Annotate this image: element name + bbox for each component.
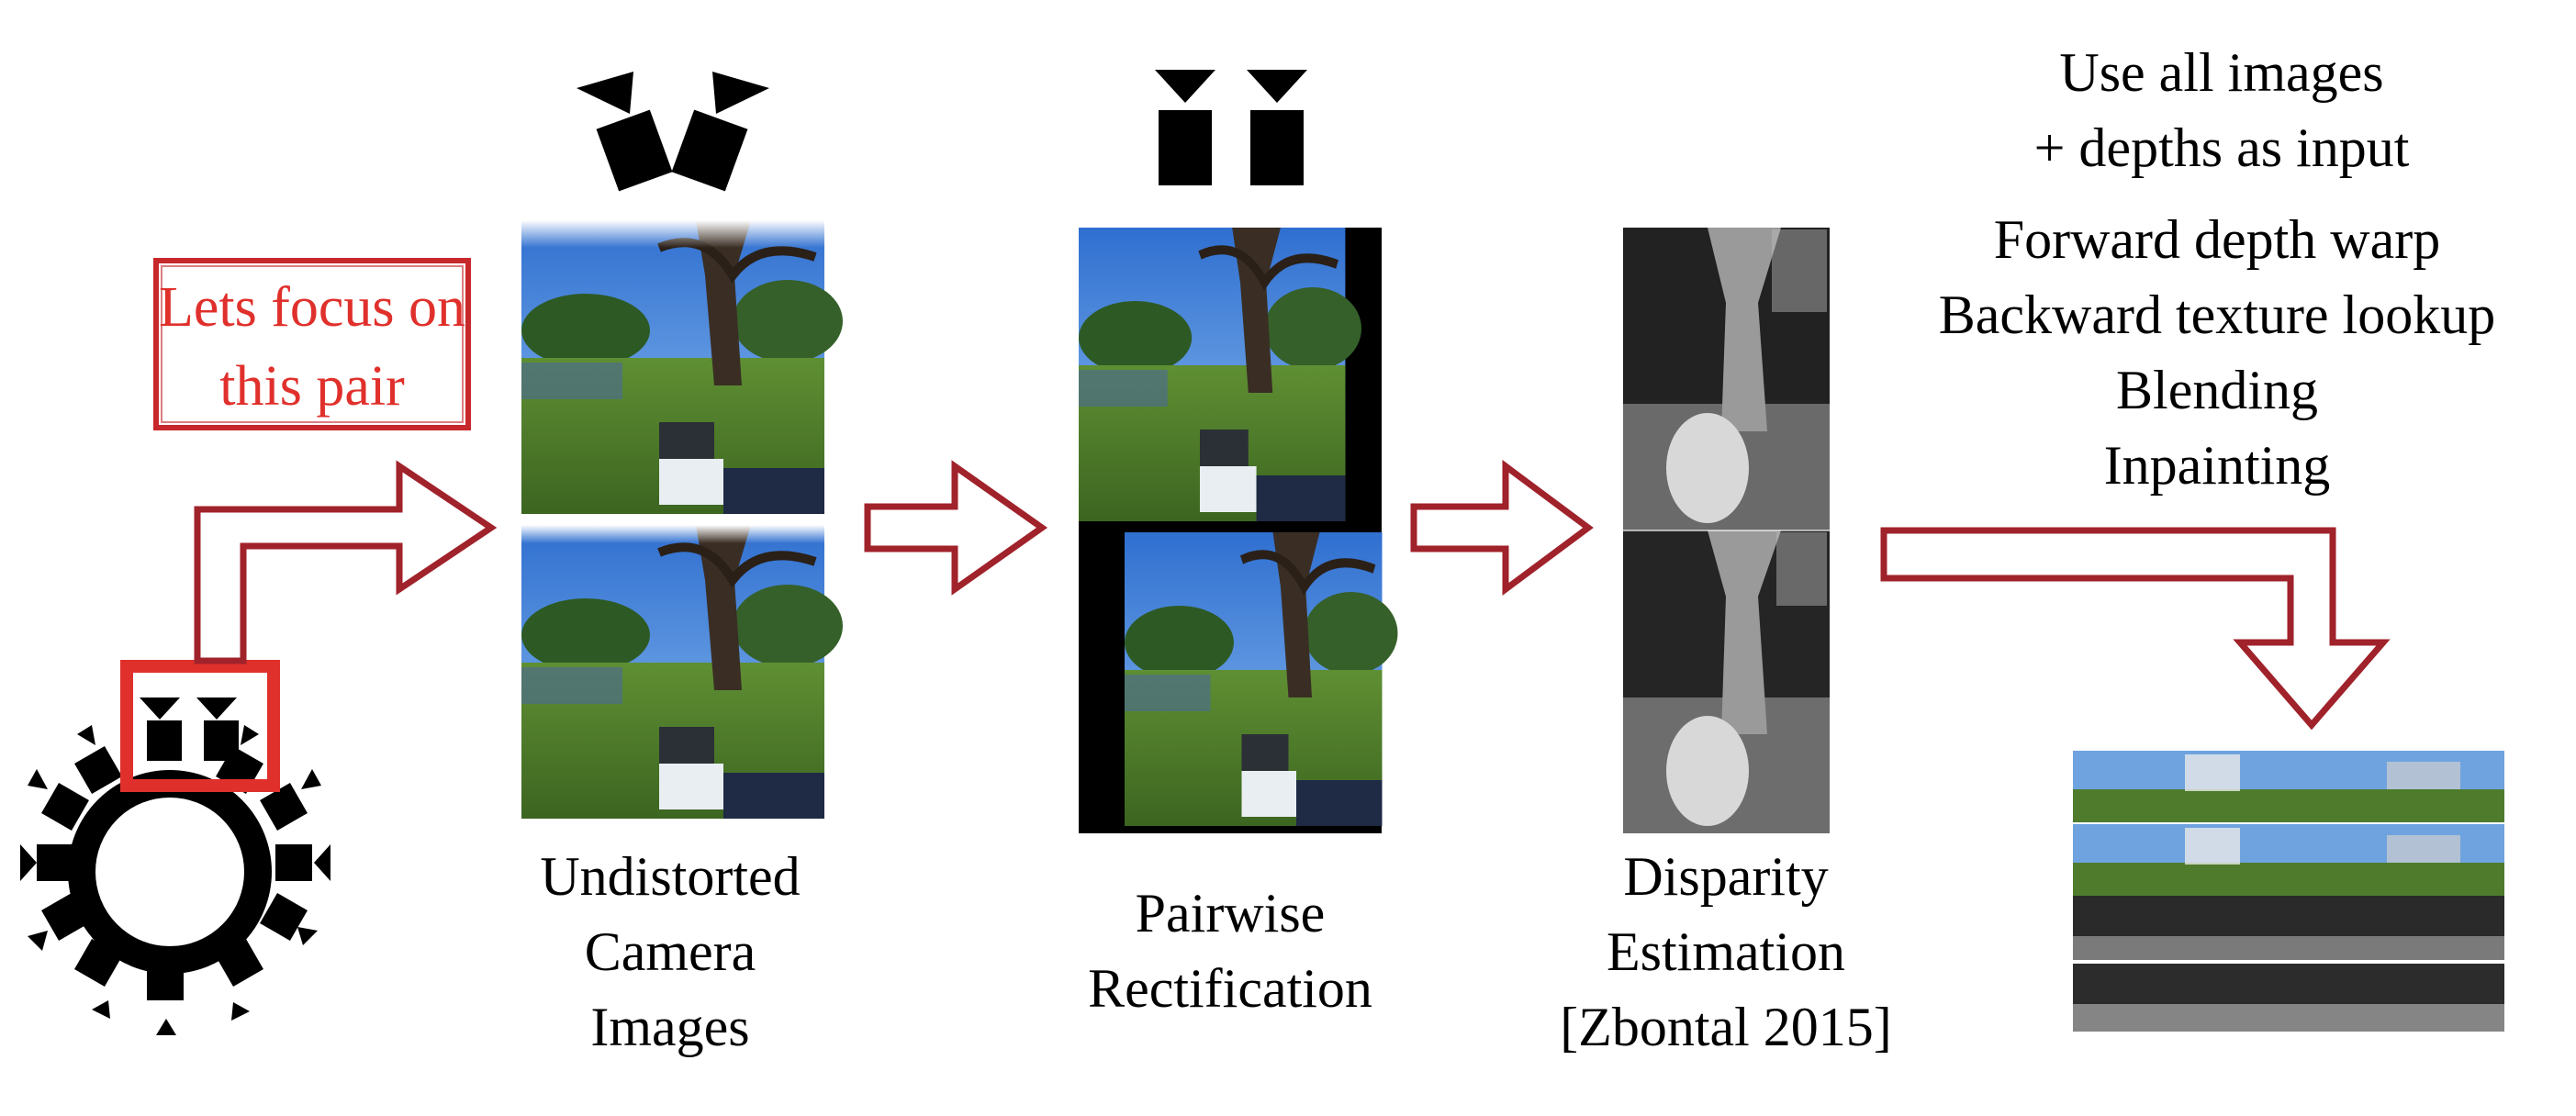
camera-icon bbox=[577, 72, 769, 192]
disparity-maps bbox=[1623, 228, 1830, 833]
label-line: Images bbox=[590, 997, 750, 1057]
focus-note-box bbox=[153, 258, 471, 430]
arrow-icon bbox=[1410, 460, 1594, 596]
camera-rig-icon bbox=[20, 698, 330, 1035]
label-line: Pairwise bbox=[1135, 883, 1326, 943]
arrow-icon bbox=[194, 460, 498, 664]
output-panoramas bbox=[2073, 751, 2504, 1032]
label-line: Camera bbox=[584, 921, 756, 982]
focus-note-line: on this pair bbox=[219, 276, 466, 418]
arrow-icon bbox=[1880, 527, 2391, 731]
output-input-note: Use all images + depths as input bbox=[1891, 35, 2552, 185]
arrow-icon bbox=[864, 460, 1048, 596]
undistorted-images bbox=[521, 72, 843, 819]
rectification-label: Pairwise Rectification bbox=[1028, 876, 1432, 1026]
label-line: Undistorted bbox=[540, 846, 801, 907]
focus-note: Lets focus on this pair bbox=[156, 268, 468, 426]
step-line: Inpainting bbox=[2103, 435, 2331, 496]
label-line: Disparity bbox=[1623, 846, 1829, 907]
rectified-images bbox=[1079, 70, 1398, 833]
step-line: Backward texture lookup bbox=[1938, 285, 2496, 345]
step-line: Blending bbox=[2116, 360, 2318, 420]
label-line: Estimation bbox=[1607, 921, 1845, 982]
label-line: [Zbontal 2015] bbox=[1560, 997, 1892, 1057]
note-line: Use all images bbox=[2059, 42, 2384, 103]
camera-icon bbox=[1155, 70, 1307, 185]
label-line: Rectification bbox=[1088, 958, 1372, 1019]
note-line: + depths as input bbox=[2033, 117, 2410, 178]
output-steps-note: Forward depth warp Backward texture look… bbox=[1873, 202, 2561, 503]
step-line: Forward depth warp bbox=[1993, 209, 2441, 270]
undistorted-label: Undistorted Camera Images bbox=[477, 839, 863, 1065]
focus-highlight-box bbox=[120, 660, 280, 792]
disparity-label: Disparity Estimation [Zbontal 2015] bbox=[1506, 839, 1946, 1065]
focus-note-line: Lets focus bbox=[158, 276, 395, 339]
